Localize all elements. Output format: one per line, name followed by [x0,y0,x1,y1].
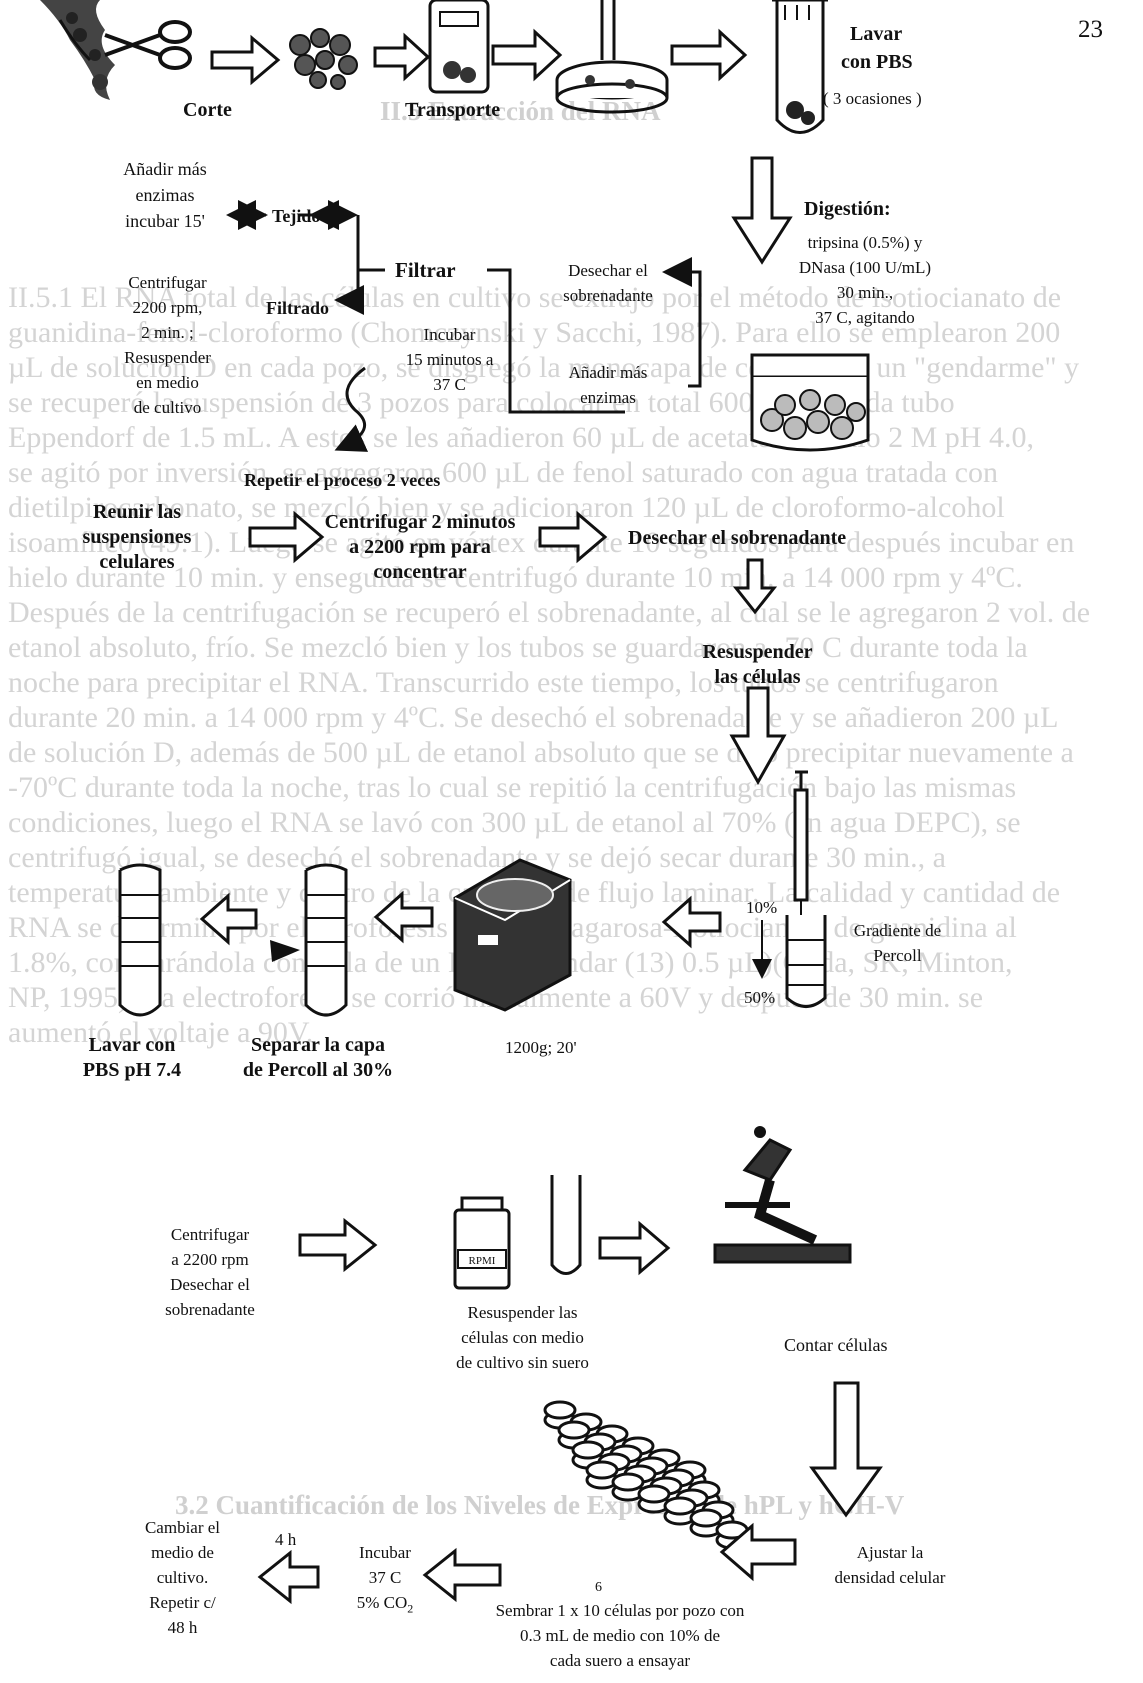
label-desechar-sobrenadante-2: Desechar el sobrenadante [628,527,847,549]
transport-container-icon [428,0,490,94]
label-anadir-enzimas: Añadir más enzimas incubar 15' [123,159,207,231]
label-centrifugar-2min: Centrifugar 2 minutos a 2200 rpm para co… [324,511,516,583]
bg-paragraph-line: noche para precipitar el RNA. Transcurri… [8,666,999,699]
arrow-down-icon [731,156,793,265]
bg-heading-bottom: 3.2 Cuantificación de los Niveles de Exp… [175,1490,905,1520]
label-4h: 4 h [275,1530,297,1549]
petri-dish-icon [555,0,669,114]
bg-paragraph-line: durante 20 min. a 14 000 rpm y 4ºC. Se d… [8,701,1059,734]
arrow-right-icon [598,1220,671,1276]
culture-flask-icon [750,353,870,452]
page-number: 23 [1078,16,1103,43]
label-con-pbs: con PBS [841,51,913,73]
bg-paragraph-line: se agitó por inversión, se agregaron 600… [8,456,998,489]
syringe-icon [793,770,809,920]
label-gradiente-percoll: Gradiente de Percoll [853,921,942,965]
label-separar-capa: Separar la capa de Percoll al 30% [242,1034,394,1081]
label-10-pct: 10% [746,898,778,917]
arrow-down-icon [732,558,778,615]
label-corte: Corte [183,99,232,121]
label-filtrado: Filtrado [266,298,329,318]
rpmi-bottle-icon [453,1196,511,1290]
label-centrifugar-desechar: Centrifugar a 2200 rpm Desechar el sobre… [165,1225,255,1319]
arrow-down-icon [729,686,787,786]
well-top [585,1460,619,1480]
label-incubar-37: Incubar 37 C 5% CO2 [356,1543,414,1616]
label-3-ocasiones: ( 3 ocasiones ) [823,89,922,108]
well-top [663,1496,697,1516]
well-top [543,1400,577,1420]
label-desechar-sobrenadante: Desechar el sobrenadante [563,261,653,305]
well-top [557,1420,591,1440]
label-resuspender: Resuspender las células [702,641,813,688]
bg-paragraph-line: II.5.1 El RNA total de las células en cu… [8,281,1062,314]
arrow-right-icon [248,510,608,564]
label-1200g: 1200g; 20' [505,1038,577,1057]
test-tube-icon [270,863,348,1017]
well-top [571,1440,605,1460]
tissue-icon [40,0,115,100]
arrow-down-icon [809,1381,883,1518]
bg-paragraph-line: guanidina-fenol-cloroformo (Chomczynski … [8,316,1061,349]
arrow-left-icon [719,1522,797,1582]
well-top [637,1484,671,1504]
label-digestion: Digestión: [804,198,891,220]
arrow-left-icon [199,890,722,949]
label-filtrar: Filtrar [395,258,456,282]
label-anadir-enzimas-2: Añadir más enzimas [568,363,648,407]
well-top [611,1472,645,1492]
label-digestion-detail: tripsina (0.5%) y DNasa (100 U/mL) 30 mi… [798,233,932,327]
label-rpmi: RPMI [468,1255,496,1267]
label-transporte: Transporte [405,99,501,121]
test-tube-icon [550,1175,582,1275]
arrow-left-icon [257,1549,320,1605]
scissors-icon [104,20,192,70]
label-exponent-6: 6 [595,1580,602,1595]
microscope-icon [713,1126,852,1264]
bg-paragraph-line: -70ºC durante toda la noche, tras lo cua… [8,771,1017,804]
bg-paragraph-line: de solución D, además de 500 µL de etano… [8,736,1074,769]
label-lavar-pbs74: Lavar con PBS pH 7.4 [82,1034,182,1081]
arrow-left-icon [422,1547,502,1603]
label-contar-celulas: Contar células [784,1335,888,1355]
bg-paragraph-line: dietilpirocarbonato, se mezcló bien y se… [8,491,1005,524]
bg-paragraph-line: etanol absoluto, frío. Se mezcló bien y … [8,631,1028,664]
test-tube-icon [118,863,162,1017]
tissue-pieces-icon [289,28,358,90]
well-top [689,1508,723,1528]
bg-paragraph-line: centrifugó igual, se desechó el sobrenad… [8,841,946,874]
arrow-right-icon [210,28,748,86]
bg-paragraph-line: condiciones, luego el RNA se lavó con 30… [8,806,1021,839]
label-ajustar-densidad: Ajustar la densidad celular [834,1543,946,1587]
gradient-tube-icon [785,915,827,1008]
bg-paragraph-line: µL de solución D en cada pozo, se disgre… [8,351,1080,384]
curved-arrow-icon [334,366,369,452]
label-tejido: Tejido [272,206,321,226]
centrifuge-icon [453,858,572,1012]
label-cambiar-medio: Cambiar el medio de cultivo. Repetir c/ … [144,1518,221,1637]
label-centrifugar-resuspender: Centrifugar 2200 rpm, 2 min. ; Resuspend… [124,273,211,417]
test-tube-icon [772,0,828,134]
bg-paragraph-line: hielo durante 10 min. y enseguida se cen… [8,561,1023,594]
label-50-pct: 50% [744,988,776,1007]
label-repetir: Repetir el proceso 2 veces [244,470,441,490]
arrow-right-icon [298,1217,378,1273]
label-reunir: Reunir las suspensiones celulares [82,501,192,573]
bg-paragraph: II.5.1 El RNA total de las células en cu… [0,280,1143,1050]
multiwell-plate-icon [543,1400,749,1550]
label-resuspender-medio: Resuspender las células con medio de cul… [456,1303,589,1372]
label-incubar-15: Incubar 15 minutos a 37 C [405,325,494,394]
label-sembrar: Sembrar 1 x 10 células por pozo con 0.3 … [495,1601,745,1670]
label-lavar: Lavar [850,23,903,45]
bg-paragraph-line: Después de la centrifugación se recuperó… [8,596,1091,629]
bg-paragraph-line: aumentó el voltaje a 90V. [8,1016,314,1049]
